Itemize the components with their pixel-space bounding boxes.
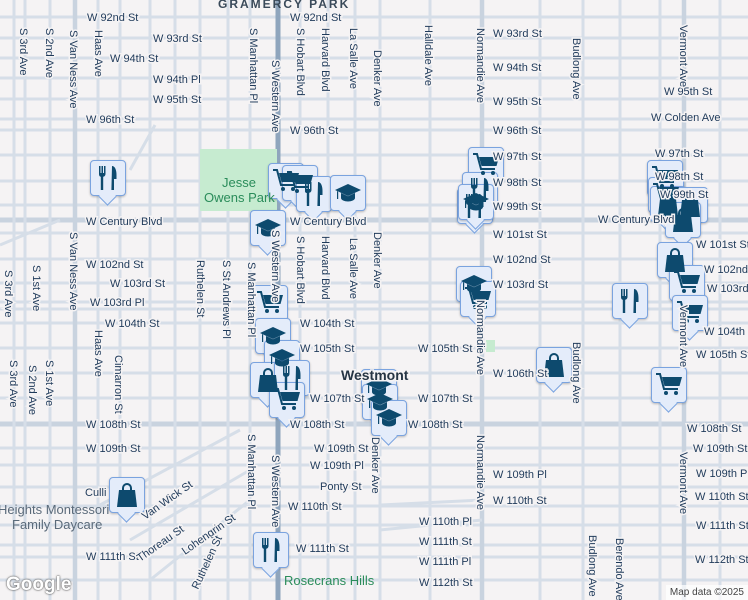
school-icon	[259, 325, 287, 347]
restaurant-icon	[96, 165, 120, 191]
shopping-cart-marker[interactable]	[252, 285, 288, 321]
restaurant-icon	[259, 537, 283, 563]
restaurant-icon	[302, 181, 326, 207]
shopping-bag-marker[interactable]	[109, 477, 145, 513]
shopping-bag-marker[interactable]	[536, 347, 572, 383]
shopping-cart-icon	[472, 152, 500, 178]
restaurant-icon	[280, 365, 304, 391]
shopping-cart-icon	[464, 286, 492, 312]
restaurant-marker[interactable]	[296, 176, 332, 212]
shopping-cart-icon	[676, 300, 704, 326]
street	[128, 124, 157, 171]
shopping-bag-icon	[663, 247, 687, 273]
shopping-cart-icon	[673, 270, 701, 296]
restaurant-icon	[618, 288, 642, 314]
school-icon	[254, 217, 282, 239]
shopping-cart-marker[interactable]	[669, 265, 705, 301]
school-marker[interactable]	[250, 210, 286, 246]
restaurant-icon	[468, 177, 492, 203]
restaurant-marker[interactable]	[90, 160, 126, 196]
school-icon	[365, 376, 393, 398]
lohengrin-st-road	[149, 498, 251, 582]
shopping-cart-marker[interactable]	[672, 295, 708, 331]
shopping-bag-icon	[256, 367, 280, 393]
school-icon	[462, 191, 490, 213]
thoreau-st-road	[129, 468, 251, 542]
street	[0, 218, 61, 247]
map-attribution[interactable]: Map data ©2025	[665, 585, 748, 600]
shopping-cart-icon	[256, 290, 284, 316]
street	[379, 498, 483, 507]
school-icon	[366, 391, 394, 413]
shopping-cart-icon	[655, 372, 683, 398]
shopping-cart-icon	[273, 387, 301, 413]
jesse-owens-park-area	[200, 149, 277, 211]
shopping-cart-marker[interactable]	[651, 367, 687, 403]
shopping-bag-icon	[656, 191, 680, 217]
restaurant-marker[interactable]	[274, 360, 310, 396]
shopping-cart-marker[interactable]	[460, 281, 496, 317]
shopping-bag-icon	[115, 482, 139, 508]
school-icon	[375, 407, 403, 429]
school-marker[interactable]	[371, 400, 407, 436]
restaurant-marker[interactable]	[253, 532, 289, 568]
shopping-cart-marker[interactable]	[269, 382, 305, 418]
shopping-bag-icon	[671, 207, 695, 233]
small-park-area	[486, 340, 495, 352]
shopping-bag-icon	[678, 192, 702, 218]
street	[379, 518, 483, 532]
shopping-bag-icon	[542, 352, 566, 378]
restaurant-marker[interactable]	[612, 283, 648, 319]
google-logo: Google	[6, 574, 72, 595]
school-icon	[334, 182, 362, 204]
school-icon	[268, 347, 296, 369]
school-marker[interactable]	[330, 175, 366, 211]
shopping-cart-marker[interactable]	[468, 147, 504, 183]
